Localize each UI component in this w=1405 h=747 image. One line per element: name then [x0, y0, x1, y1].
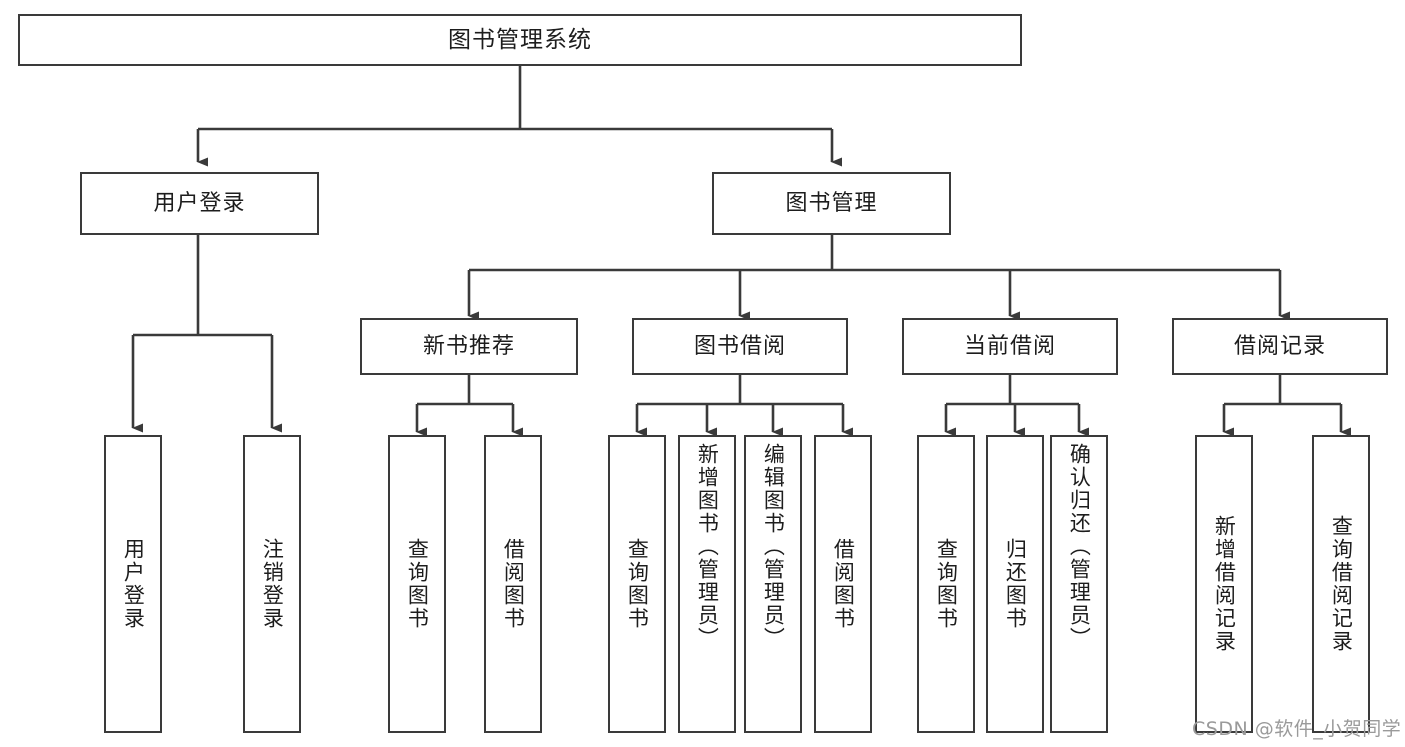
- leaf-label: 注销登录: [260, 538, 285, 630]
- node-root-system[interactable]: 图书管理系统: [18, 14, 1022, 66]
- leaf-label: 新增图书（管理员）: [695, 443, 720, 650]
- node-label: 当前借阅: [963, 333, 1056, 359]
- leaf-query-record[interactable]: 查询借阅记录: [1312, 435, 1370, 733]
- leaf-label: 查询图书: [934, 538, 959, 630]
- leaf-query-book-3[interactable]: 查询图书: [917, 435, 975, 733]
- leaf-label: 查询图书: [625, 538, 650, 630]
- leaf-query-book-2[interactable]: 查询图书: [608, 435, 666, 733]
- node-label: 图书借阅: [693, 333, 786, 359]
- leaf-user-login[interactable]: 用户登录: [104, 435, 162, 733]
- node-current-borrow[interactable]: 当前借阅: [902, 318, 1118, 375]
- leaf-label: 借阅图书: [501, 538, 526, 630]
- leaf-add-record[interactable]: 新增借阅记录: [1195, 435, 1253, 733]
- node-book-management[interactable]: 图书管理: [712, 172, 951, 235]
- leaf-label: 用户登录: [121, 538, 146, 630]
- leaf-label: 查询借阅记录: [1329, 515, 1354, 653]
- node-label: 新书推荐: [422, 333, 515, 359]
- node-label: 图书管理: [785, 190, 878, 216]
- node-borrow-record[interactable]: 借阅记录: [1172, 318, 1388, 375]
- node-new-book-recommend[interactable]: 新书推荐: [360, 318, 578, 375]
- leaf-label: 查询图书: [405, 538, 430, 630]
- leaf-label: 编辑图书（管理员）: [761, 443, 786, 650]
- leaf-borrow-book-2[interactable]: 借阅图书: [814, 435, 872, 733]
- node-label: 借阅记录: [1233, 333, 1326, 359]
- leaf-borrow-book-1[interactable]: 借阅图书: [484, 435, 542, 733]
- leaf-label: 新增借阅记录: [1212, 515, 1237, 653]
- leaf-label: 借阅图书: [831, 538, 856, 630]
- node-label: 图书管理系统: [448, 26, 592, 53]
- leaf-query-book-1[interactable]: 查询图书: [388, 435, 446, 733]
- leaf-add-book[interactable]: 新增图书（管理员）: [678, 435, 736, 733]
- leaf-confirm-return[interactable]: 确认归还（管理员）: [1050, 435, 1108, 733]
- node-label: 用户登录: [153, 190, 246, 216]
- leaf-edit-book[interactable]: 编辑图书（管理员）: [744, 435, 802, 733]
- leaf-return-book[interactable]: 归还图书: [986, 435, 1044, 733]
- node-user-login[interactable]: 用户登录: [80, 172, 319, 235]
- watermark-text: CSDN @软件_小贺同学: [1192, 718, 1402, 740]
- leaf-label: 确认归还（管理员）: [1067, 443, 1092, 650]
- node-book-borrow[interactable]: 图书借阅: [632, 318, 848, 375]
- leaf-label: 归还图书: [1003, 538, 1028, 630]
- leaf-logout-login[interactable]: 注销登录: [243, 435, 301, 733]
